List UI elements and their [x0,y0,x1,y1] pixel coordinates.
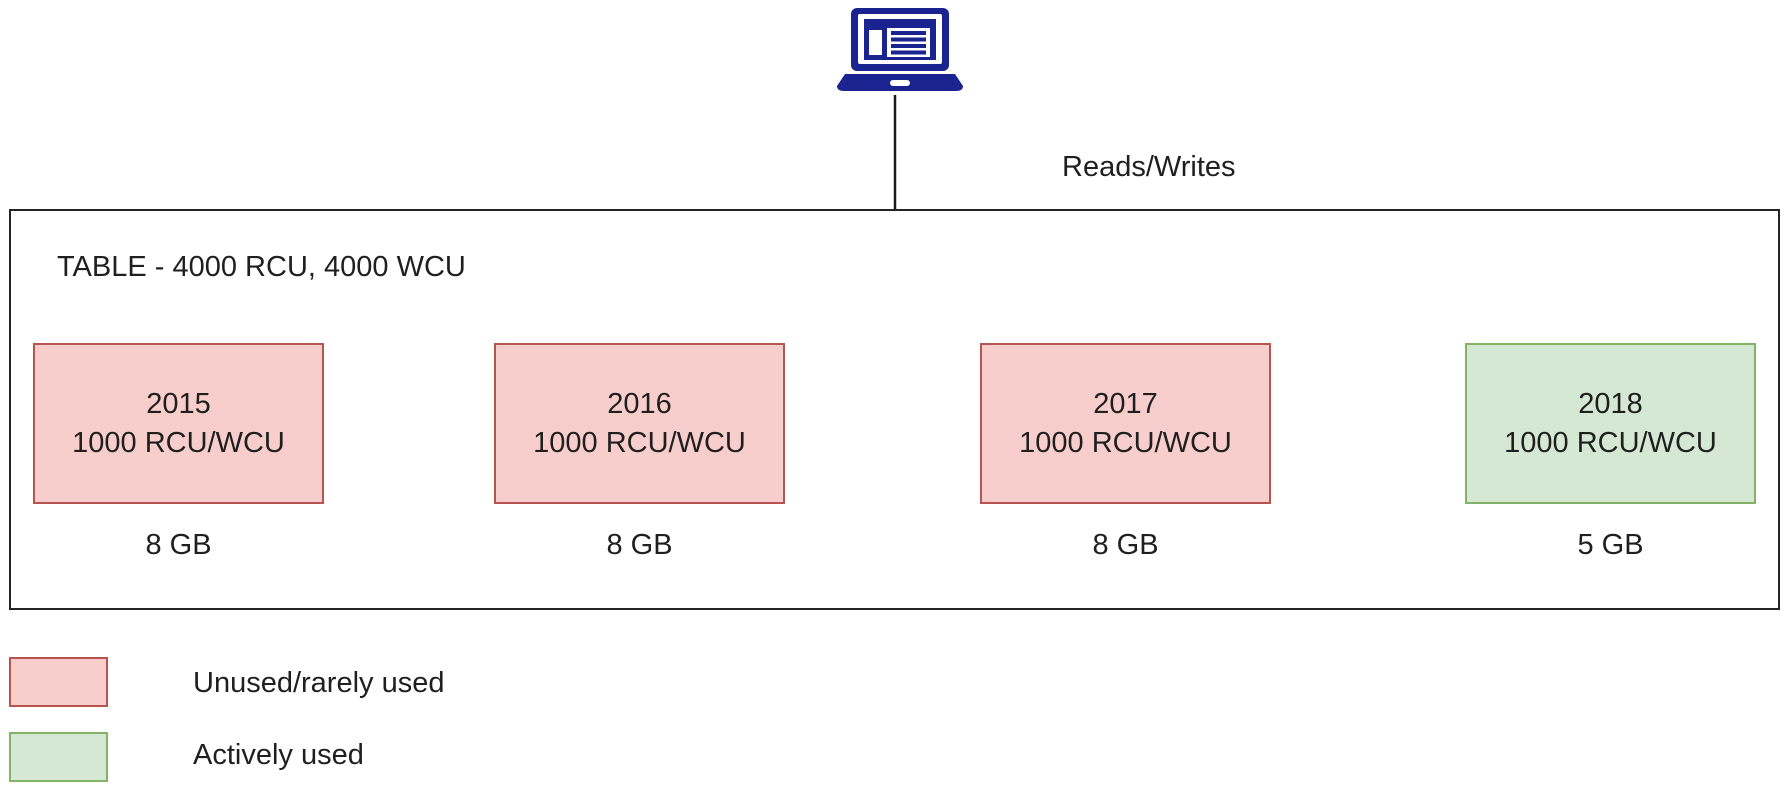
partition-year: 2017 [1093,387,1158,420]
partition-capacity: 1000 RCU/WCU [1019,426,1232,459]
partition-2017: 2017 1000 RCU/WCU [980,343,1271,504]
partition-2015: 2015 1000 RCU/WCU [33,343,324,504]
legend-label-active: Actively used [193,739,364,771]
partition-year: 2016 [607,387,672,420]
partition-2016: 2016 1000 RCU/WCU [494,343,785,504]
partition-size-2018: 5 GB [1577,529,1644,561]
legend-swatch-active [9,732,108,782]
partition-year: 2018 [1578,387,1643,420]
partition-capacity: 1000 RCU/WCU [72,426,285,459]
partition-size-2015: 8 GB [145,529,212,561]
partition-size-2016: 8 GB [606,529,673,561]
table-title: TABLE - 4000 RCU, 4000 WCU [57,251,466,283]
reads-writes-label: Reads/Writes [1062,151,1236,183]
laptop-icon [837,8,963,91]
partition-size-2017: 8 GB [1092,529,1159,561]
partition-capacity: 1000 RCU/WCU [1504,426,1717,459]
legend-label-unused: Unused/rarely used [193,667,445,699]
partition-capacity: 1000 RCU/WCU [533,426,746,459]
legend-swatch-unused [9,657,108,707]
partition-2018: 2018 1000 RCU/WCU [1465,343,1756,504]
partition-year: 2015 [146,387,211,420]
